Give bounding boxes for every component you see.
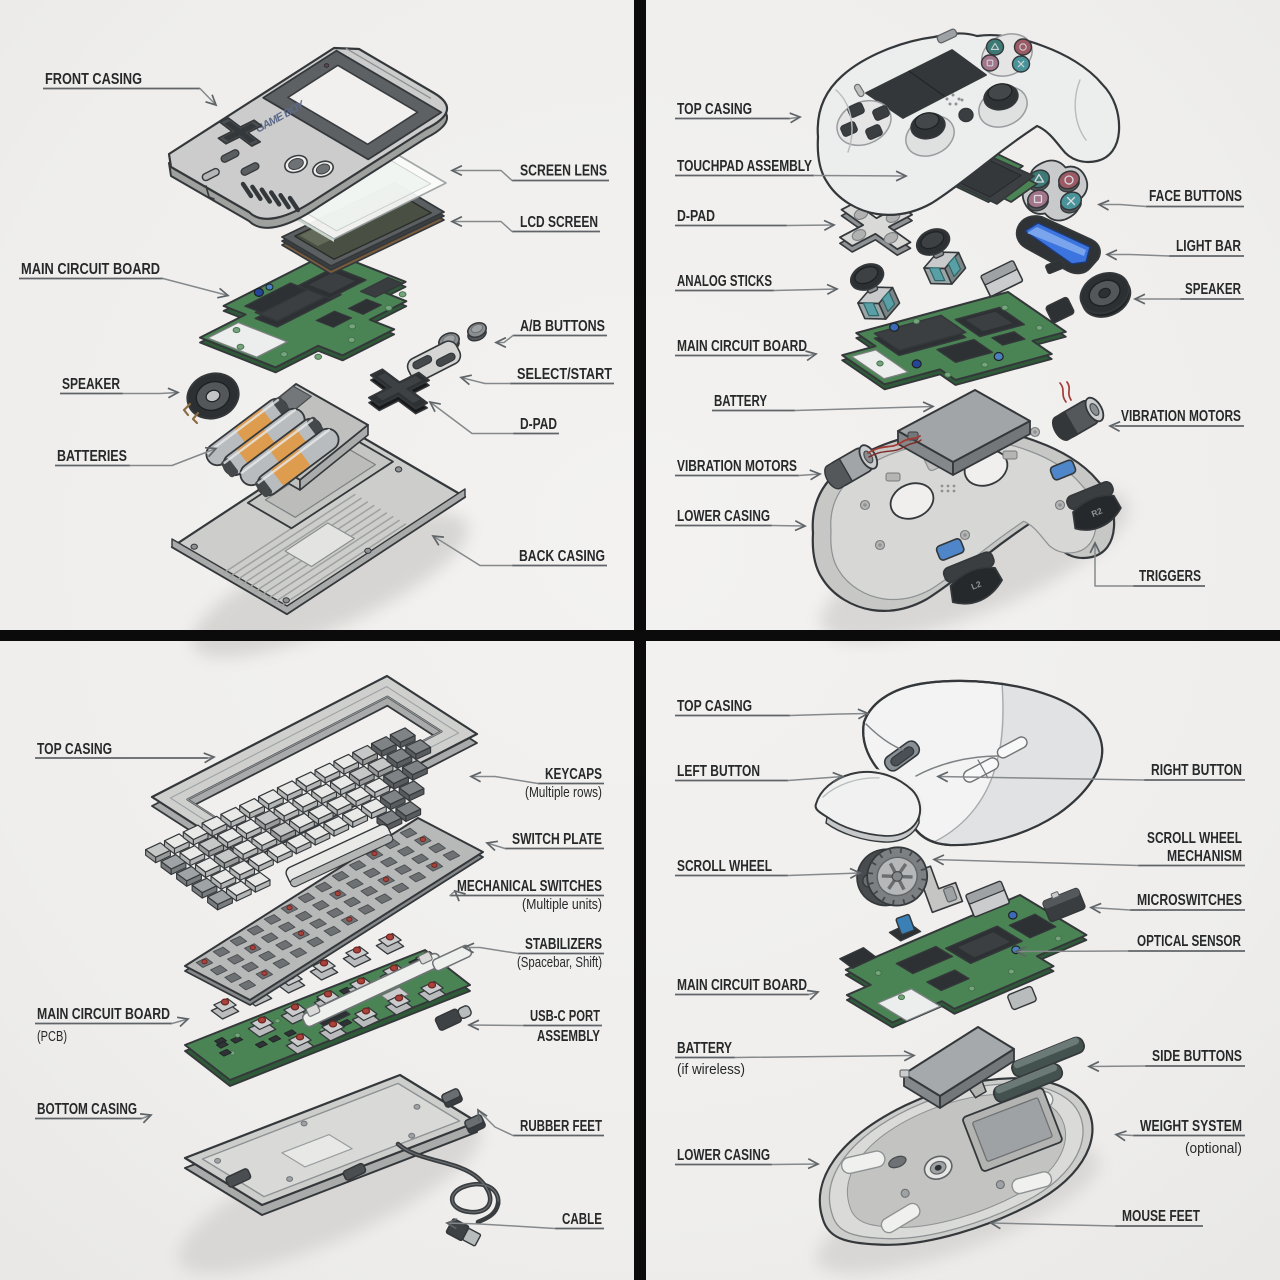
svg-text:L2: L2 bbox=[970, 579, 983, 592]
svg-text:FACE BUTTONS: FACE BUTTONS bbox=[1149, 188, 1242, 205]
svg-text:VIBRATION MOTORS: VIBRATION MOTORS bbox=[677, 458, 797, 475]
svg-text:MICROSWITCHES: MICROSWITCHES bbox=[1137, 892, 1242, 909]
svg-text:MOUSE FEET: MOUSE FEET bbox=[1122, 1208, 1200, 1225]
svg-text:(optional): (optional) bbox=[1185, 1140, 1242, 1157]
svg-text:R2: R2 bbox=[1090, 506, 1104, 519]
svg-text:LIGHT BAR: LIGHT BAR bbox=[1176, 238, 1241, 255]
svg-text:SELECT/START: SELECT/START bbox=[517, 366, 612, 383]
svg-text:(Multiple rows): (Multiple rows) bbox=[525, 784, 602, 801]
svg-text:FRONT CASING: FRONT CASING bbox=[45, 71, 142, 88]
svg-text:MAIN CIRCUIT BOARD: MAIN CIRCUIT BOARD bbox=[37, 1006, 170, 1023]
svg-text:(if wireless): (if wireless) bbox=[677, 1061, 745, 1078]
svg-text:MECHANICAL SWITCHES: MECHANICAL SWITCHES bbox=[457, 878, 602, 895]
svg-text:TOUCHPAD ASSEMBLY: TOUCHPAD ASSEMBLY bbox=[677, 158, 812, 175]
svg-text:MAIN CIRCUIT BOARD: MAIN CIRCUIT BOARD bbox=[677, 338, 807, 355]
svg-text:WEIGHT SYSTEM: WEIGHT SYSTEM bbox=[1140, 1118, 1242, 1135]
svg-text:BOTTOM CASING: BOTTOM CASING bbox=[37, 1101, 137, 1118]
svg-text:CABLE: CABLE bbox=[562, 1211, 602, 1228]
svg-text:KEYCAPS: KEYCAPS bbox=[545, 766, 602, 783]
svg-text:USB-C PORT: USB-C PORT bbox=[530, 1008, 600, 1025]
svg-text:TOP CASING: TOP CASING bbox=[677, 101, 752, 118]
svg-text:TOP CASING: TOP CASING bbox=[677, 698, 752, 715]
svg-text:TOP CASING: TOP CASING bbox=[37, 741, 112, 758]
svg-text:SPEAKER: SPEAKER bbox=[62, 376, 120, 393]
svg-text:LCD SCREEN: LCD SCREEN bbox=[520, 214, 598, 231]
svg-text:SPEAKER: SPEAKER bbox=[1185, 281, 1241, 298]
svg-text:RUBBER FEET: RUBBER FEET bbox=[520, 1118, 602, 1135]
svg-text:MAIN CIRCUIT BOARD: MAIN CIRCUIT BOARD bbox=[677, 977, 807, 994]
svg-text:LEFT BUTTON: LEFT BUTTON bbox=[677, 763, 760, 780]
svg-text:LOWER CASING: LOWER CASING bbox=[677, 508, 770, 525]
svg-text:BATTERY: BATTERY bbox=[677, 1040, 732, 1057]
svg-text:STABILIZERS: STABILIZERS bbox=[525, 936, 602, 953]
svg-text:BATTERIES: BATTERIES bbox=[57, 448, 127, 465]
svg-text:SCREEN LENS: SCREEN LENS bbox=[520, 163, 607, 180]
svg-text:ANALOG STICKS: ANALOG STICKS bbox=[677, 273, 772, 290]
svg-text:LOWER CASING: LOWER CASING bbox=[677, 1147, 770, 1164]
svg-text:A/B BUTTONS: A/B BUTTONS bbox=[520, 318, 605, 335]
svg-text:BATTERY: BATTERY bbox=[714, 393, 767, 410]
svg-text:(Spacebar, Shift): (Spacebar, Shift) bbox=[517, 954, 602, 971]
svg-text:VIBRATION MOTORS: VIBRATION MOTORS bbox=[1121, 408, 1241, 425]
svg-text:SWITCH PLATE: SWITCH PLATE bbox=[512, 831, 602, 848]
svg-text:BACK CASING: BACK CASING bbox=[519, 548, 605, 565]
svg-text:(Multiple units): (Multiple units) bbox=[522, 896, 602, 913]
svg-text:RIGHT BUTTON: RIGHT BUTTON bbox=[1151, 762, 1242, 779]
svg-text:SIDE BUTTONS: SIDE BUTTONS bbox=[1152, 1048, 1242, 1065]
svg-text:SCROLL WHEEL: SCROLL WHEEL bbox=[1147, 830, 1242, 847]
svg-text:(PCB): (PCB) bbox=[37, 1028, 67, 1045]
svg-text:D-PAD: D-PAD bbox=[520, 416, 557, 433]
svg-text:OPTICAL SENSOR: OPTICAL SENSOR bbox=[1137, 933, 1241, 950]
svg-text:MAIN CIRCUIT BOARD: MAIN CIRCUIT BOARD bbox=[21, 261, 160, 278]
svg-text:TRIGGERS: TRIGGERS bbox=[1139, 568, 1201, 585]
svg-text:D-PAD: D-PAD bbox=[677, 208, 715, 225]
svg-text:ASSEMBLY: ASSEMBLY bbox=[537, 1028, 600, 1045]
svg-text:SCROLL WHEEL: SCROLL WHEEL bbox=[677, 858, 772, 875]
svg-text:MECHANISM: MECHANISM bbox=[1167, 848, 1242, 865]
